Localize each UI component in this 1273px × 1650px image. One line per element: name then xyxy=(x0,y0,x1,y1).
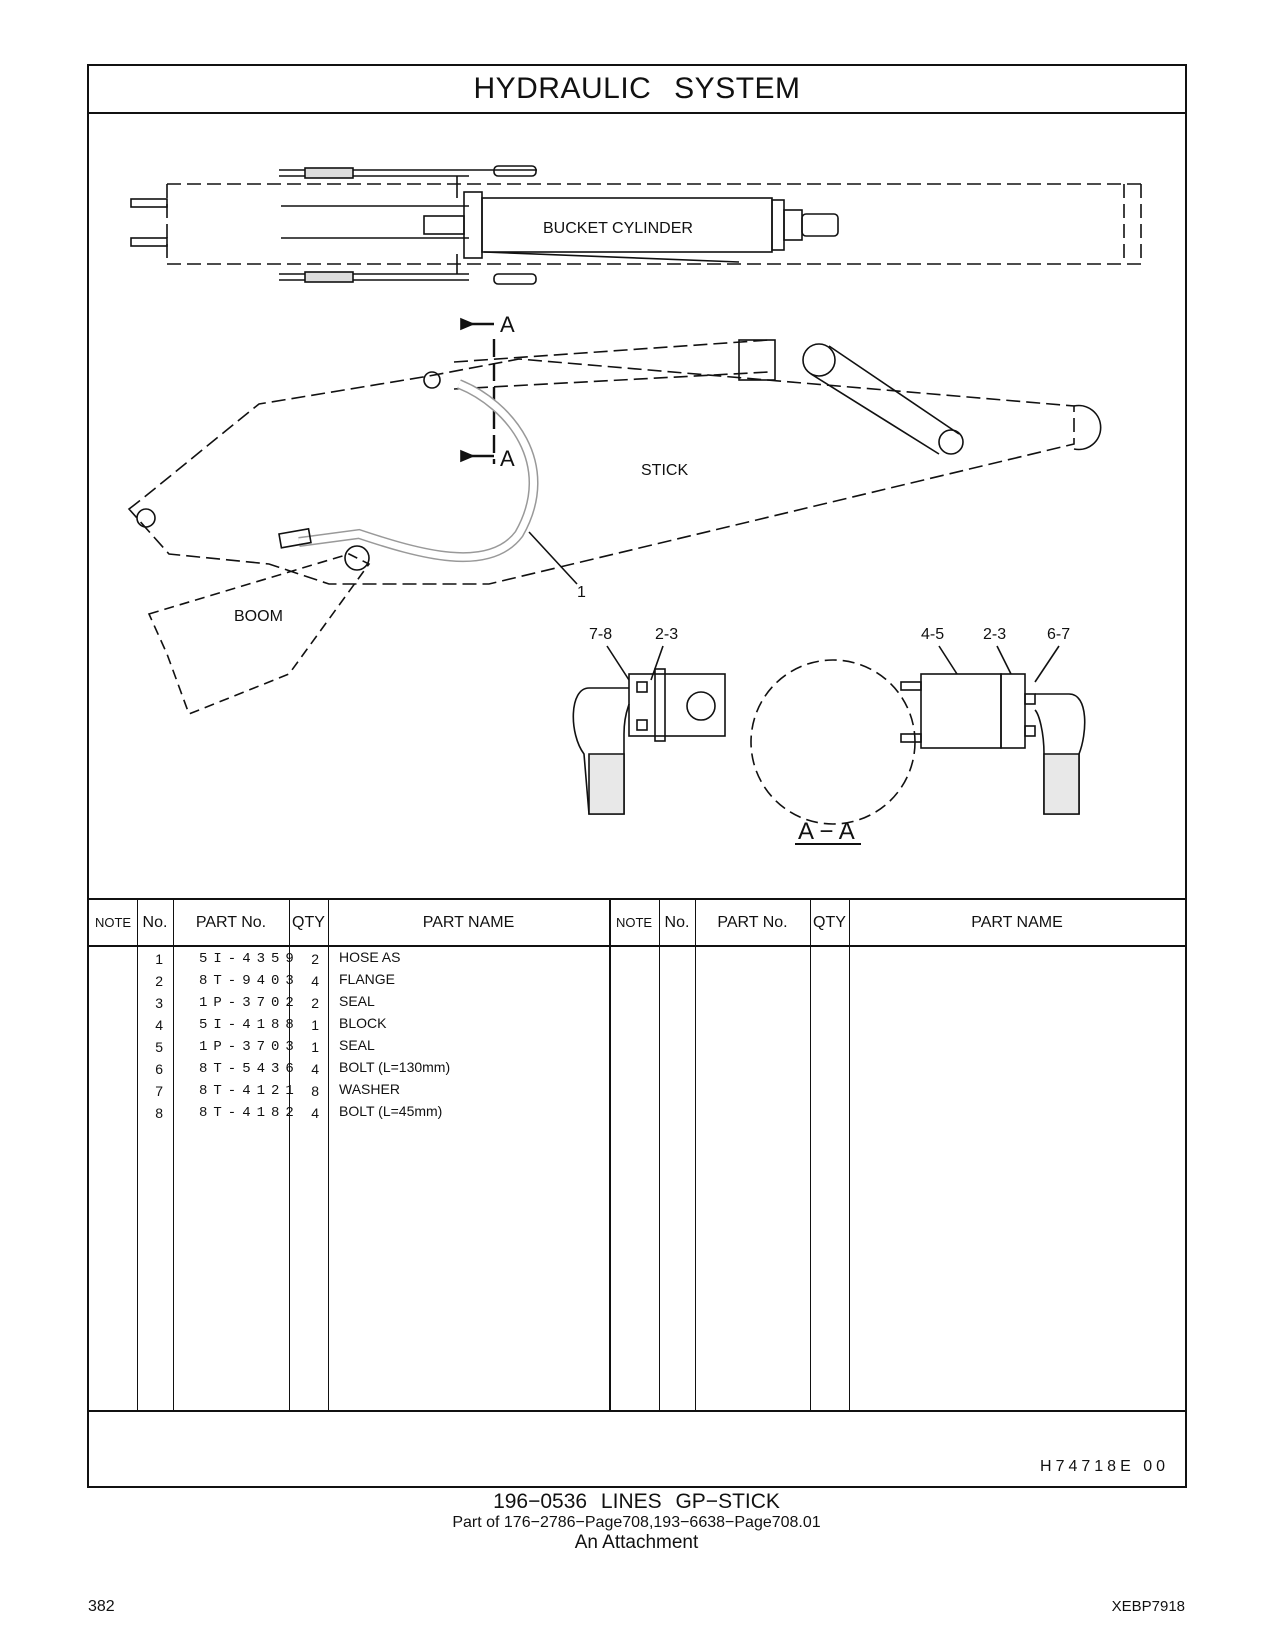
row-5-no: 5 xyxy=(155,1039,163,1055)
header-no-left: No. xyxy=(137,900,173,946)
row-1-part-no: 5I-4359 xyxy=(199,951,300,967)
bucket-cylinder-label: BUCKET CYLINDER xyxy=(543,220,693,237)
side-view xyxy=(127,317,1102,716)
row-2-no: 2 xyxy=(155,973,163,989)
row-6-name: BOLT (L=130mm) xyxy=(339,1059,451,1075)
header-part-name-right: PART NAME xyxy=(849,900,1185,946)
row-8-name: BOLT (L=45mm) xyxy=(339,1103,443,1119)
row-1-no: 1 xyxy=(155,951,163,967)
header-qty-left: QTY xyxy=(289,900,328,946)
row-6-qty: 4 xyxy=(311,1061,319,1077)
row-6-part-no: 8T-5436 xyxy=(199,1061,300,1077)
section-a-bottom-label: A xyxy=(500,446,515,471)
hydraulic-drawing: BUCKET CYLINDER STICK BOOM A A 1 A − A 7… xyxy=(89,114,1185,900)
parts-sheet: HYDRAULIC SYSTEM xyxy=(87,64,1187,1488)
boom-label: BOOM xyxy=(234,608,283,625)
row-2-part-no: 8T-9403 xyxy=(199,973,300,989)
row-1-name: HOSE AS xyxy=(339,949,401,965)
row-7-name: WASHER xyxy=(339,1081,400,1097)
row-4-name: BLOCK xyxy=(339,1015,387,1031)
callout-left-2: 2-3 xyxy=(655,626,679,643)
section-view xyxy=(572,645,1086,845)
callout-right-1: 4-5 xyxy=(921,626,945,643)
callout-left-1: 7-8 xyxy=(589,626,613,643)
document-code: XEBP7918 xyxy=(1111,1598,1185,1615)
header-no-right: No. xyxy=(659,900,695,946)
line-art xyxy=(127,165,1142,845)
header-part-name-left: PART NAME xyxy=(328,900,609,946)
header-note-right: NOTE xyxy=(609,900,659,946)
sheet-title: HYDRAULIC SYSTEM xyxy=(89,66,1185,114)
row-4-part-no: 5I-4188 xyxy=(199,1017,300,1033)
parts-table: NOTE No. PART No. QTY PART NAME NOTE No.… xyxy=(89,898,1185,1410)
sheet-footer: H74718E 00 xyxy=(89,1410,1185,1486)
row-7-part-no: 8T-4121 xyxy=(199,1083,300,1099)
row-2-name: FLANGE xyxy=(339,971,396,987)
row-3-no: 3 xyxy=(155,995,163,1011)
caption-attachment: An Attachment xyxy=(574,1532,699,1553)
callout-right-3: 6-7 xyxy=(1047,626,1071,643)
section-a-top-label: A xyxy=(500,312,515,337)
row-5-name: SEAL xyxy=(339,1037,375,1053)
top-view xyxy=(166,183,1142,265)
row-6-no: 6 xyxy=(155,1061,163,1077)
row-8-qty: 4 xyxy=(311,1105,319,1121)
stick-label: STICK xyxy=(641,462,689,479)
header-qty-right: QTY xyxy=(810,900,849,946)
section-view-label: A − A xyxy=(798,818,855,845)
row-7-qty: 8 xyxy=(311,1083,319,1099)
callout-1-label: 1 xyxy=(577,584,586,601)
row-5-qty: 1 xyxy=(311,1039,319,1055)
callout-right-2: 2-3 xyxy=(983,626,1007,643)
row-5-part-no: 1P-3703 xyxy=(199,1039,300,1055)
row-3-part-no: 1P-3702 xyxy=(199,995,300,1011)
row-4-qty: 1 xyxy=(311,1017,319,1033)
caption-part-of: Part of 176−2786−Page708,193−6638−Page70… xyxy=(452,1514,821,1531)
row-8-no: 8 xyxy=(155,1105,163,1121)
row-2-qty: 4 xyxy=(311,973,319,989)
header-part-no-left: PART No. xyxy=(173,900,289,946)
page-number: 382 xyxy=(88,1598,115,1615)
row-3-name: SEAL xyxy=(339,993,375,1009)
header-note-left: NOTE xyxy=(89,900,137,946)
header-part-no-right: PART No. xyxy=(695,900,810,946)
row-3-qty: 2 xyxy=(311,995,319,1011)
caption-title: 196−0536 LINES GP−STICK xyxy=(493,1490,780,1513)
drawing-code: H74718E 00 xyxy=(1040,1458,1169,1475)
row-8-part-no: 8T-4182 xyxy=(199,1105,300,1121)
top-view-solid xyxy=(130,165,839,285)
row-1-qty: 2 xyxy=(311,951,319,967)
row-4-no: 4 xyxy=(155,1017,163,1033)
row-7-no: 7 xyxy=(155,1083,163,1099)
